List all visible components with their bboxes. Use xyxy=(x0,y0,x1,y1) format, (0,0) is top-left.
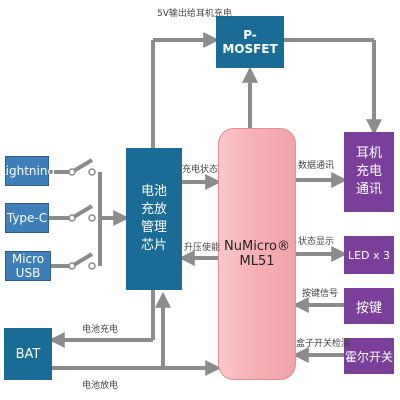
micro-usb-source: Micro USB xyxy=(5,251,51,281)
charger-ic-block: 电池充放管理芯片 xyxy=(126,148,182,290)
five-v-label: 5V输出给耳机充电 xyxy=(157,9,232,19)
mcu-brand: NuMicro® xyxy=(224,239,290,254)
boost-enable-label: 升压使能 xyxy=(184,243,221,253)
earphone-comm-block: 耳机充电通讯 xyxy=(344,132,394,212)
type-c-source: Type-C xyxy=(5,203,49,233)
key-block: 按键 xyxy=(344,288,394,324)
mcu-model: ML51 xyxy=(239,254,275,269)
led-label: LED x 3 xyxy=(347,248,391,262)
key-label: 按键 xyxy=(355,300,382,316)
data-comm-label: 数据通讯 xyxy=(298,161,335,171)
type-c-label: Type-C xyxy=(6,211,48,225)
pmosfet-block: P-MOSFET xyxy=(216,16,284,68)
battery-discharge-label: 电池放电 xyxy=(82,381,119,391)
battery-label: BAT xyxy=(15,346,41,362)
led-block: LED x 3 xyxy=(344,236,394,274)
battery-charge-label: 电池充电 xyxy=(82,325,119,335)
mcu-block: NuMicro® ML51 xyxy=(218,128,296,380)
hall-switch-block: 霍尔开关 xyxy=(344,338,394,374)
battery-block: BAT xyxy=(4,328,52,380)
lightning-label: Lightning xyxy=(0,164,56,178)
earphone-comm-label: 耳机充电通讯 xyxy=(355,146,382,197)
hall-switch-label: 霍尔开关 xyxy=(344,349,393,364)
box-detect-label: 盒子开关检测 xyxy=(296,339,351,349)
pmosfet-label: P-MOSFET xyxy=(222,28,278,56)
micro-usb-label: Micro USB xyxy=(11,252,45,280)
charger-ic-label: 电池充放管理芯片 xyxy=(140,184,167,253)
charge-status-label: 充电状态 xyxy=(182,165,219,175)
key-signal-label: 按键信号 xyxy=(302,289,339,299)
lightning-source: Lightning xyxy=(0,156,55,186)
status-display-label: 状态显示 xyxy=(298,237,335,247)
